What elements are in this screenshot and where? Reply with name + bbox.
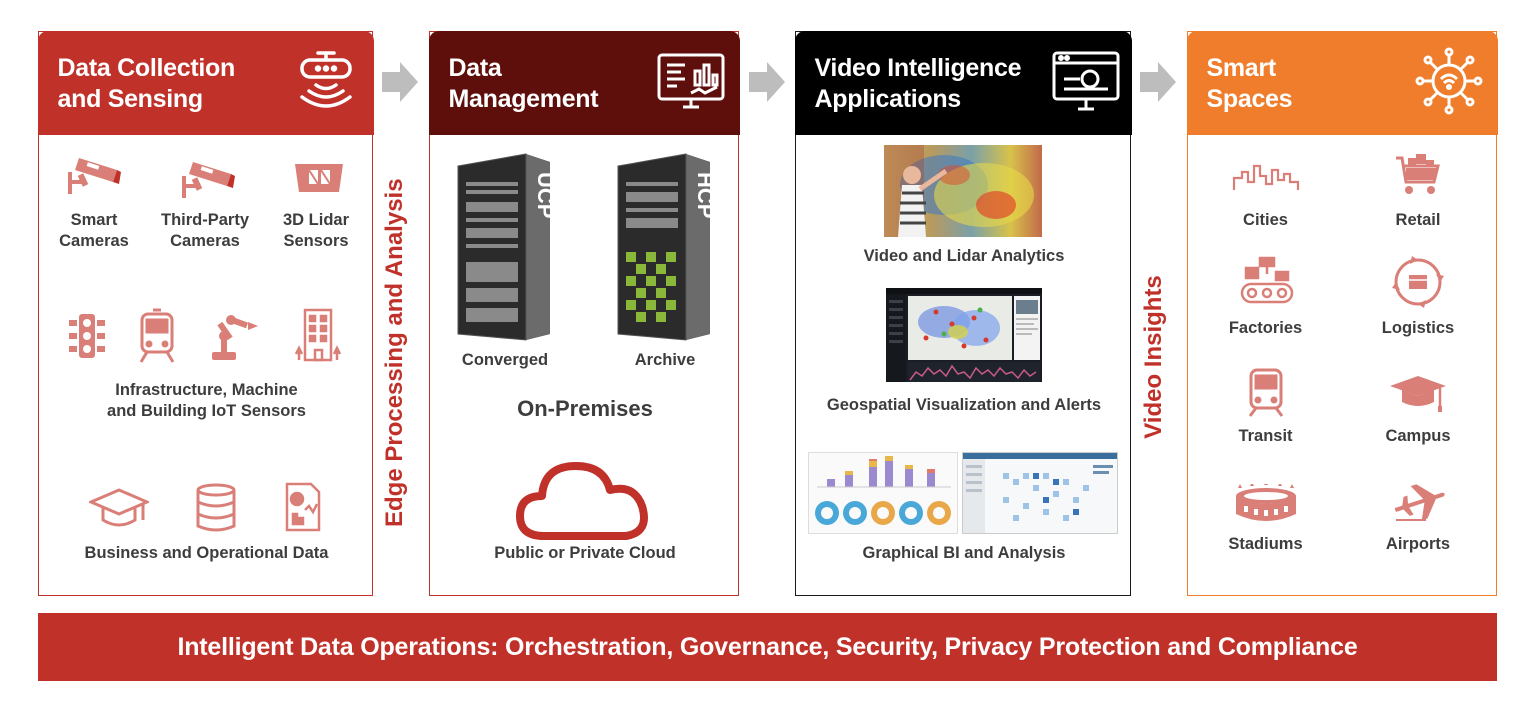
data-collection-column: Data Collection and Sensing <box>37 30 374 596</box>
on-premises-label: On-Premises <box>517 396 653 421</box>
server-rack-label: UCP <box>533 172 552 218</box>
report-document-icon <box>285 482 321 532</box>
video-intelligence-column: Video Intelligence Applications <box>794 30 1132 596</box>
train-icon <box>139 308 175 363</box>
video-monitor-icon <box>1052 51 1119 110</box>
graduation-cap-icon <box>89 488 149 527</box>
space-label: Retail <box>1395 211 1441 229</box>
smart-spaces-title: Smart Spaces <box>1206 53 1293 113</box>
space-label: Logistics <box>1381 319 1455 337</box>
lidar-sensor-icon <box>295 164 343 192</box>
space-label: Cities <box>1243 211 1288 229</box>
space-label: Airports <box>1385 535 1451 553</box>
stadium-icon <box>1236 484 1296 521</box>
city-skyline-icon <box>1232 164 1300 190</box>
data-operations-banner: Intelligent Data Operations: Orchestrati… <box>38 613 1497 681</box>
traffic-light-icon <box>69 314 105 358</box>
flow-arrow-icon <box>1140 62 1176 102</box>
data-collection-header: Data Collection and Sensing <box>37 30 374 135</box>
device-label: 3D Lidar Sensors <box>282 211 350 250</box>
cloud-label: Public or Private Cloud <box>494 544 676 562</box>
server-rack-icon: HCP <box>617 153 712 341</box>
data-management-column: Data Management UCP <box>428 30 740 596</box>
edge-processing-label: Edge Processing and Analysis <box>381 178 408 527</box>
video-intelligence-title: Video Intelligence Applications <box>814 53 1022 113</box>
app-label: Video and Lidar Analytics <box>863 247 1065 265</box>
space-label: Transit <box>1238 427 1293 445</box>
graduation-cap-icon <box>1390 376 1446 412</box>
iot-sensors-label: Infrastructure, Machine and Building IoT… <box>107 381 306 420</box>
flow-arrow-icon <box>749 62 785 102</box>
video-insights-label: Video Insights <box>1140 275 1167 439</box>
conveyor-icon <box>1240 256 1294 304</box>
security-camera-icon <box>182 162 235 198</box>
app-label: Graphical BI and Analysis <box>862 544 1066 562</box>
space-label: Factories <box>1228 319 1303 337</box>
video-intelligence-header: Video Intelligence Applications <box>794 30 1132 135</box>
device-label: Third-Party Cameras <box>160 211 249 250</box>
shopping-cart-icon <box>1396 154 1440 194</box>
server-rack-icon: UCP <box>457 153 552 341</box>
space-label: Stadiums <box>1228 535 1303 553</box>
building-icon <box>295 308 342 362</box>
train-icon <box>1248 368 1284 417</box>
security-camera-icon <box>68 158 121 194</box>
database-icon <box>196 483 236 532</box>
airplane-icon <box>1394 484 1445 521</box>
logistics-cycle-icon <box>1392 256 1444 308</box>
data-collection-title: Data Collection and Sensing <box>57 53 236 113</box>
robot-arm-icon <box>212 315 258 360</box>
archive-label: Archive <box>634 351 696 369</box>
app-label: Geospatial Visualization and Alerts <box>826 396 1102 414</box>
smart-hub-icon <box>1415 47 1482 114</box>
cloud-icon <box>516 462 648 540</box>
space-label: Campus <box>1385 427 1451 445</box>
smart-spaces-header: Smart Spaces <box>1186 30 1498 135</box>
dashboard-monitor-icon <box>657 53 724 108</box>
geospatial-thumbnail <box>886 288 1042 382</box>
business-data-label: Business and Operational Data <box>84 544 329 562</box>
flow-arrow-icon <box>382 62 418 102</box>
device-label: Smart Cameras <box>59 211 129 250</box>
data-management-title: Data Management <box>448 53 599 113</box>
server-rack-label: HCP <box>693 172 712 218</box>
video-analytics-thumbnail <box>884 145 1042 237</box>
sensor-icon <box>299 50 352 108</box>
bi-heatmap-thumbnail <box>962 452 1118 534</box>
smart-spaces-column: Smart Spaces Cities Re <box>1186 30 1498 596</box>
converged-label: Converged <box>461 351 549 369</box>
bi-dashboard-thumbnail <box>808 452 958 534</box>
data-management-header: Data Management <box>428 30 740 135</box>
